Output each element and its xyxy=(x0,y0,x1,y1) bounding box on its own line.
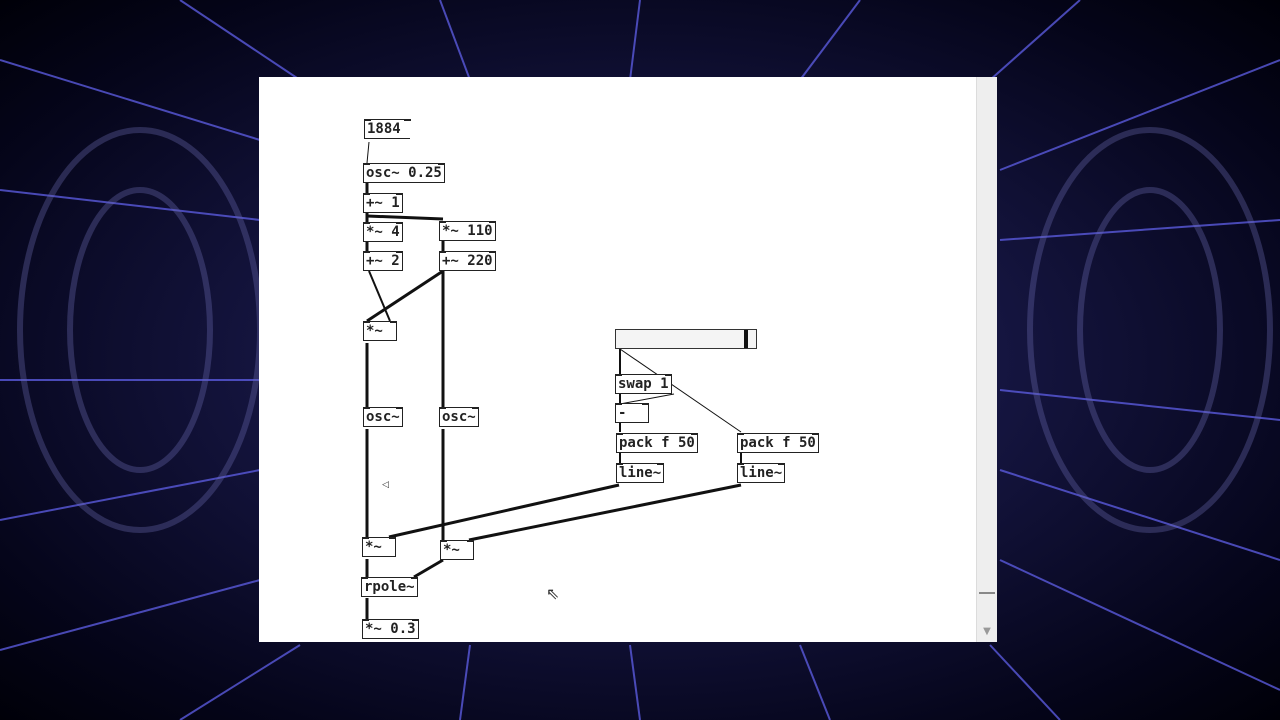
object-label: line~ xyxy=(740,465,783,481)
object-mul-signal-c[interactable]: *~ xyxy=(440,540,474,560)
object-label: +~ 220 xyxy=(442,253,493,269)
small-cursor-icon: ◁ xyxy=(382,480,389,490)
object-label: *~ xyxy=(443,542,460,558)
object-minus[interactable]: - xyxy=(615,403,649,423)
object-label: osc~ 0.25 xyxy=(366,165,442,181)
object-add-1[interactable]: +~ 1 xyxy=(363,193,403,213)
object-pack-a[interactable]: pack f 50 xyxy=(616,433,698,453)
object-label: *~ 0.3 xyxy=(365,621,416,637)
object-label: pack f 50 xyxy=(740,435,816,451)
patch-cords xyxy=(365,141,742,619)
object-mul-4[interactable]: *~ 4 xyxy=(363,222,403,242)
number-box-1884[interactable]: 1884 xyxy=(364,119,411,139)
object-label: - xyxy=(618,405,627,421)
object-rpole[interactable]: rpole~ xyxy=(361,577,418,597)
object-osc-0.25[interactable]: osc~ 0.25 xyxy=(363,163,445,183)
horizontal-slider[interactable] xyxy=(615,329,757,349)
object-label: *~ xyxy=(366,323,383,339)
object-label: osc~ xyxy=(366,409,400,425)
object-label: rpole~ xyxy=(364,579,415,595)
object-mul-110[interactable]: *~ 110 xyxy=(439,221,496,241)
object-osc-a[interactable]: osc~ xyxy=(363,407,403,427)
object-line-b[interactable]: line~ xyxy=(737,463,786,483)
object-label: osc~ xyxy=(442,409,476,425)
scroll-down-arrow-icon[interactable]: ▼ xyxy=(983,626,991,637)
object-label: line~ xyxy=(619,465,662,481)
object-pack-b[interactable]: pack f 50 xyxy=(737,433,819,453)
object-label: *~ xyxy=(365,539,382,555)
object-line-a[interactable]: line~ xyxy=(616,463,665,483)
vertical-scrollbar[interactable]: ▼ xyxy=(976,77,997,642)
pd-patch-canvas[interactable]: 1884 osc~ 0.25 +~ 1 *~ 4 +~ 2 *~ 110 +~ … xyxy=(259,77,997,642)
object-label: +~ 2 xyxy=(366,253,400,269)
object-label: pack f 50 xyxy=(619,435,695,451)
slider-knob[interactable] xyxy=(744,330,748,348)
object-add-220[interactable]: +~ 220 xyxy=(439,251,496,271)
object-osc-b[interactable]: osc~ xyxy=(439,407,479,427)
object-label: *~ 4 xyxy=(366,224,400,240)
arrow-pointer-icon: ⇖ xyxy=(546,584,560,603)
scrollbar-thumb[interactable] xyxy=(979,592,995,594)
object-label: +~ 1 xyxy=(366,195,400,211)
object-mul-signal-a[interactable]: *~ xyxy=(363,321,397,341)
object-mul-signal-b[interactable]: *~ xyxy=(362,537,396,557)
object-label: swap 1 xyxy=(618,376,669,392)
object-swap-1[interactable]: swap 1 xyxy=(615,374,672,394)
object-label: *~ 110 xyxy=(442,223,493,239)
object-add-2[interactable]: +~ 2 xyxy=(363,251,403,271)
number-value: 1884 xyxy=(367,121,401,137)
object-mul-0.3[interactable]: *~ 0.3 xyxy=(362,619,419,639)
